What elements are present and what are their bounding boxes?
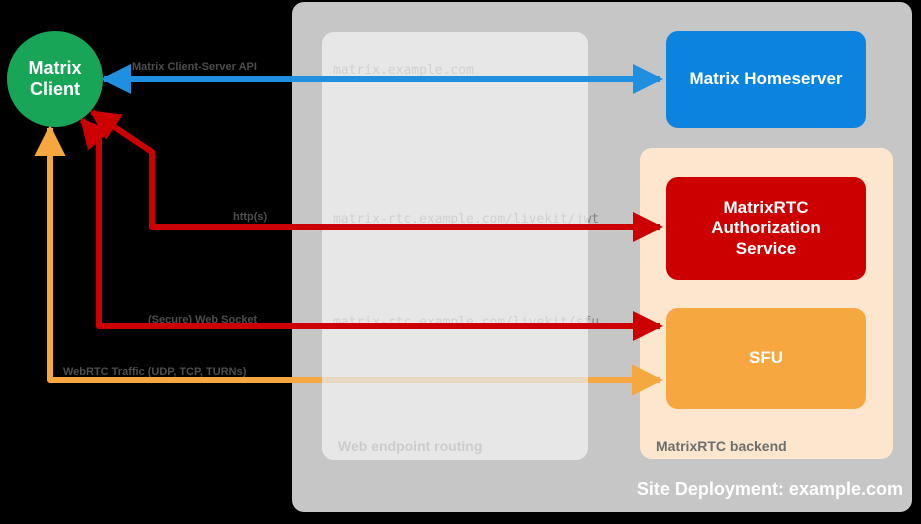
node-matrix-homeserver-label: Matrix Homeserver (689, 69, 843, 89)
edge-label-webrtc-traffic: WebRTC Traffic (UDP, TCP, TURNs) (63, 366, 247, 378)
node-matrix-client-label: Matrix Client (28, 58, 81, 100)
edge-label-matrix-client-server-api: Matrix Client-Server API (132, 61, 257, 73)
client-label-line2: Client (29, 79, 80, 99)
node-matrixrtc-authorization-service[interactable]: MatrixRTC Authorization Service (666, 177, 866, 280)
edge-label-https: http(s) (233, 211, 268, 223)
node-auth-service-label: MatrixRTC Authorization Service (711, 198, 821, 258)
edge-label-secure-websocket: (Secure) Web Socket (148, 314, 258, 326)
client-label-line1: Matrix (28, 57, 82, 78)
node-sfu[interactable]: SFU (666, 308, 866, 409)
auth-label-line3: Service (735, 238, 797, 258)
auth-label-line1: MatrixRTC (723, 198, 809, 218)
node-matrix-client[interactable]: Matrix Client (7, 31, 103, 127)
caption-site-deployment: Site Deployment: example.com (636, 479, 903, 499)
routing-panel-overlay (322, 32, 588, 460)
auth-label-line2: Authorization (711, 218, 821, 238)
node-matrix-homeserver[interactable]: Matrix Homeserver (666, 31, 866, 128)
caption-matrixrtc-backend: MatrixRTC backend (656, 438, 787, 454)
node-sfu-label: SFU (749, 348, 783, 368)
